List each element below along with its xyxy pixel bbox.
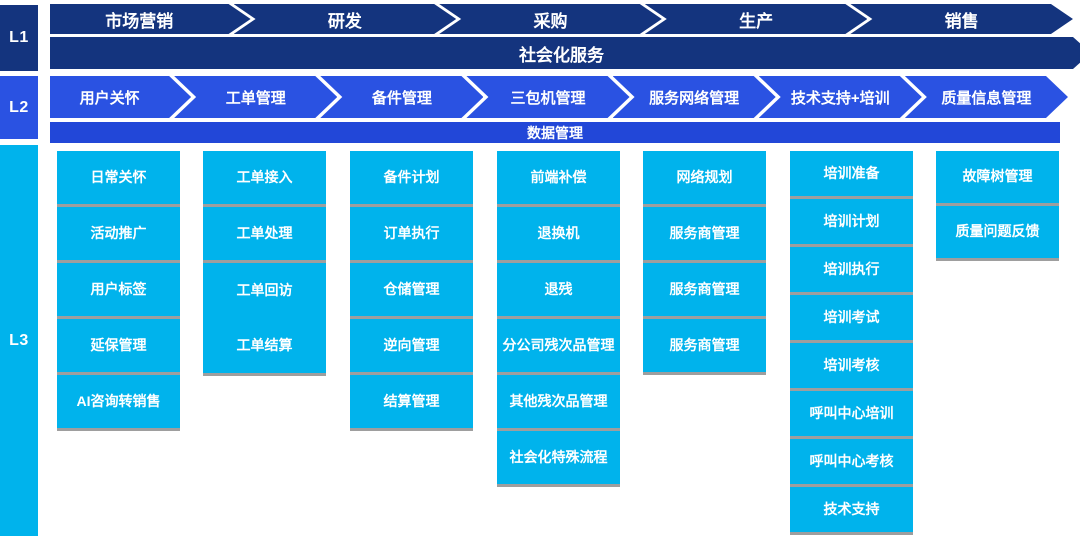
l3-box: 培训准备 <box>790 151 913 196</box>
l1-chevron-procurement: 采购 <box>439 4 662 34</box>
l3-box: 培训考核 <box>790 343 913 388</box>
l3-box: 培训执行 <box>790 247 913 292</box>
l3-box: 仓储管理 <box>350 263 473 316</box>
l2-chevron-user-care: 用户关怀 <box>50 76 191 118</box>
l3-column-quality-info: 故障树管理 质量问题反馈 <box>936 151 1059 261</box>
l3-box: 日常关怀 <box>57 151 180 204</box>
l3-box: 质量问题反馈 <box>936 206 1059 258</box>
l2-chevron-quality-info: 质量信息管理 <box>905 76 1068 118</box>
l3-box: 结算管理 <box>350 375 473 428</box>
l2-chevron-tech-support-training: 技术支持+培训 <box>759 76 922 118</box>
l2-chevron-three-guarantee: 三包机管理 <box>466 76 629 118</box>
l3-box: AI咨询转销售 <box>57 375 180 428</box>
l3-column-spare-parts: 备件计划 订单执行 仓储管理 逆向管理 结算管理 <box>350 151 473 431</box>
l3-box: 服务商管理 <box>643 263 766 316</box>
l3-box: 延保管理 <box>57 319 180 372</box>
l3-box: 服务商管理 <box>643 319 766 372</box>
l2-chevron-spare-parts: 备件管理 <box>320 76 483 118</box>
l3-box: 用户标签 <box>57 263 180 316</box>
l3-box: 服务商管理 <box>643 207 766 260</box>
l3-column-work-order: 工单接入 工单处理 工单回访 工单结算 <box>203 151 326 376</box>
l3-box: 故障树管理 <box>936 151 1059 203</box>
l3-box: 逆向管理 <box>350 319 473 372</box>
l3-box: 工单接入 <box>203 151 326 204</box>
l3-box: 分公司残次品管理 <box>497 319 620 372</box>
l3-box: 工单回访 <box>203 263 326 318</box>
l3-box: 活动推广 <box>57 207 180 260</box>
l3-box: 退残 <box>497 263 620 316</box>
level-label-l3: L3 <box>0 145 38 536</box>
l1-chevron-sales: 销售 <box>850 4 1073 34</box>
l3-column-service-network: 网络规划 服务商管理 服务商管理 服务商管理 <box>643 151 766 375</box>
level-label-l1: L1 <box>0 5 38 71</box>
l3-column-training: 培训准备 培训计划 培训执行 培训考试 培训考核 呼叫中心培训 呼叫中心考核 技… <box>790 151 913 535</box>
l2-chevron-service-network: 服务网络管理 <box>613 76 776 118</box>
l3-column-user-care: 日常关怀 活动推广 用户标签 延保管理 AI咨询转销售 <box>57 151 180 431</box>
level-label-l2: L2 <box>0 76 38 139</box>
l3-box: 网络规划 <box>643 151 766 204</box>
l3-box: 技术支持 <box>790 487 913 532</box>
l3-box: 订单执行 <box>350 207 473 260</box>
l1-chevron-row: 市场营销 研发 采购 生产 销售 <box>50 4 1073 34</box>
l3-box: 工单结算 <box>203 318 326 373</box>
l3-box: 培训计划 <box>790 199 913 244</box>
l1-chevron-production: 生产 <box>645 4 868 34</box>
l3-box: 备件计划 <box>350 151 473 204</box>
l3-column-three-guarantee: 前端补偿 退换机 退残 分公司残次品管理 其他残次品管理 社会化特殊流程 <box>497 151 620 487</box>
l2-chevron-row: 用户关怀 工单管理 备件管理 三包机管理 服务网络管理 技术支持+培训 质量信息… <box>50 76 1068 118</box>
l3-box: 社会化特殊流程 <box>497 431 620 484</box>
l2-chevron-work-order: 工单管理 <box>174 76 337 118</box>
l3-box: 前端补偿 <box>497 151 620 204</box>
l1-chevron-marketing: 市场营销 <box>50 4 251 34</box>
l1-chevron-rnd: 研发 <box>234 4 457 34</box>
l3-box: 工单处理 <box>203 207 326 260</box>
l3-box: 呼叫中心考核 <box>790 439 913 484</box>
l3-box: 呼叫中心培训 <box>790 391 913 436</box>
l3-box: 其他残次品管理 <box>497 375 620 428</box>
l1-bar-socialized-service: 社会化服务 <box>50 37 1080 69</box>
l2-bar-data-management: 数据管理 <box>50 122 1060 143</box>
l3-box: 培训考试 <box>790 295 913 340</box>
l3-box: 退换机 <box>497 207 620 260</box>
